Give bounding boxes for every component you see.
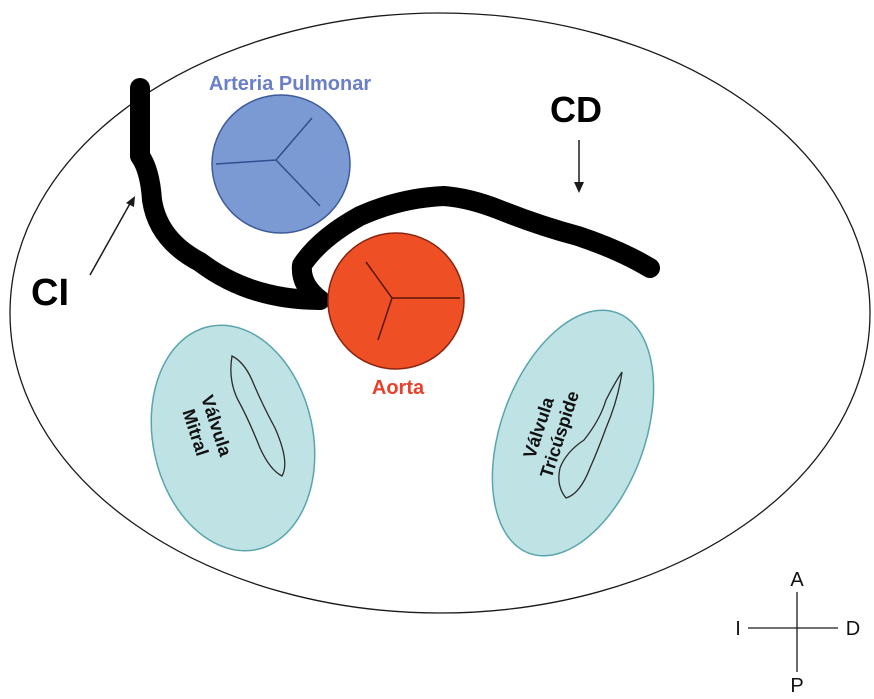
compass-posterior: P [790, 675, 803, 697]
mitral-valve [150, 324, 316, 552]
cd-arrow [574, 140, 584, 193]
pulmonary-artery-valve [211, 94, 351, 234]
coronary-artery-path [130, 78, 660, 310]
orientation-compass: A P I D [735, 569, 860, 697]
aorta-valve [327, 232, 465, 370]
heart-outline [9, 12, 871, 614]
compass-right: D [846, 618, 860, 640]
ci-arrow [89, 196, 135, 276]
aorta-label: Aorta [372, 377, 425, 399]
tricuspid-valve [491, 309, 655, 557]
left-coronary-label: CI [31, 272, 69, 314]
compass-left: I [735, 618, 741, 640]
compass-anterior: A [790, 569, 804, 591]
pulmonary-artery-label: Arteria Pulmonar [209, 73, 371, 95]
right-coronary-label: CD [550, 89, 602, 130]
